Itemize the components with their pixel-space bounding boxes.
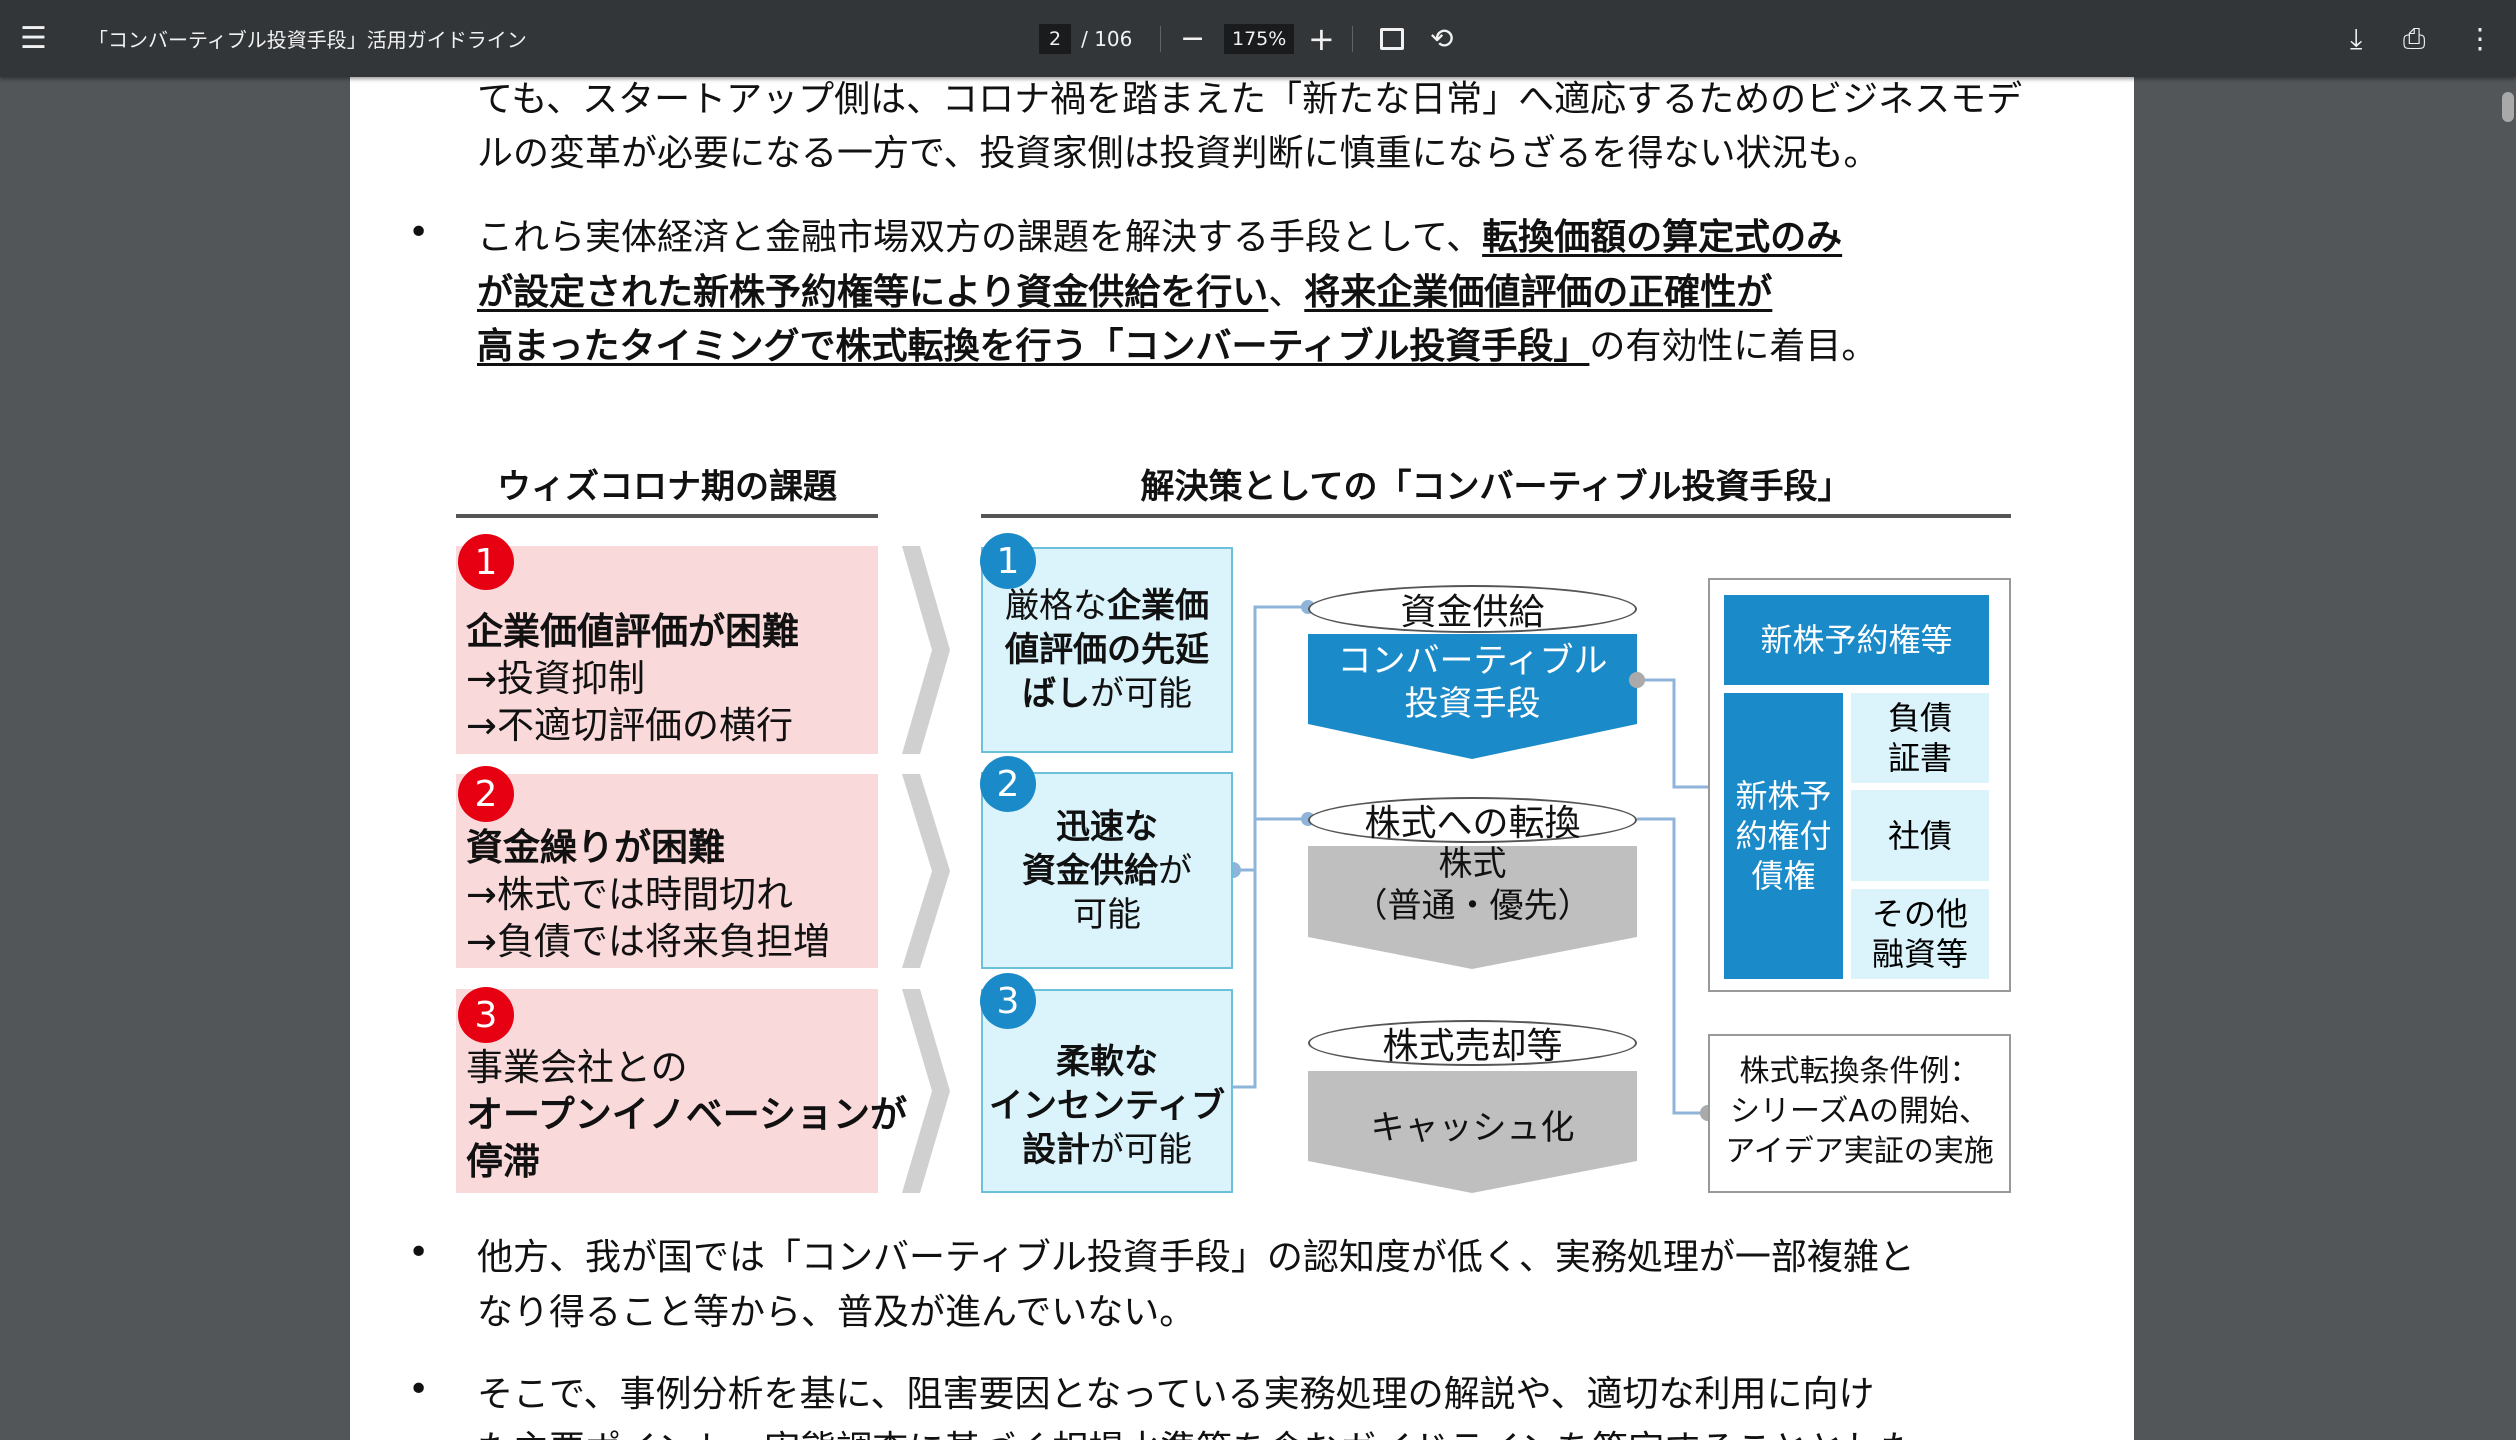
menu-icon[interactable]: ☰	[20, 21, 47, 56]
bullet4-line: そこで、事例分析を基に、阻害要因となっている実務処理の解説や、適切な利用に向け	[477, 1374, 1875, 1415]
flow-label-conversion: 株式への転換	[1308, 797, 1637, 844]
zoom-out-icon[interactable]: −	[1180, 21, 1206, 56]
issue-box-1: 1 企業価値評価が困難 →投資抑制 →不適切評価の横行	[456, 534, 878, 754]
instrument-warrants: 新株予約権等	[1724, 595, 1989, 685]
page-total: / 106	[1081, 26, 1133, 51]
intro-line: ルの変革が必要になる一方で、投資家側は投資判断に慎重にならざるを得ない状況も。	[477, 133, 1880, 174]
issue-number: 3	[458, 987, 514, 1043]
bullet-icon: •	[408, 212, 430, 253]
document-title: 「コンバーティブル投資手段」活用ガイドライン	[88, 28, 527, 52]
flow-label-funding: 資金供給	[1308, 585, 1637, 633]
solution-box-2: 迅速な資金供給が可能	[981, 772, 1233, 969]
zoom-level-input[interactable]: 175%	[1224, 23, 1295, 54]
page-number-input[interactable]: 2	[1039, 23, 1072, 54]
bullet-icon: •	[408, 1232, 430, 1273]
pdf-toolbar: ☰ 「コンバーティブル投資手段」活用ガイドライン 2 / 106 − 175% +…	[0, 0, 2516, 77]
instrument-cell: 社債	[1851, 790, 1989, 881]
download-icon[interactable]: ⤓	[2350, 21, 2363, 55]
diagram-graphics	[902, 546, 1716, 1193]
chevron-arrow	[902, 989, 950, 1193]
bullet2-line2: が設定された新株予約権等により資金供給を行い、将来企業価値評価の正確性が	[477, 272, 1773, 313]
intro-line: ても、スタートアップ側は、コロナ禍を踏まえた「新たな日常」へ適応するためのビジネ…	[477, 79, 2023, 120]
scrollbar-thumb[interactable]	[2502, 92, 2514, 122]
bullet3-line: 他方、我が国では「コンバーティブル投資手段」の認知度が低く、実務処理が一部複雑と	[477, 1237, 1915, 1278]
issue-number: 2	[458, 766, 514, 822]
gray-arrow-shape	[1308, 1071, 1637, 1193]
solution-number: 1	[980, 533, 1036, 589]
issue-box-2: 2 資金繰りが困難 →株式では時間切れ →負債では将来負担増	[456, 766, 878, 968]
chevron-arrow	[902, 774, 950, 968]
flow-label-sale: 株式売却等	[1308, 1020, 1637, 1067]
instrument-cell: 負債 証書	[1851, 693, 1989, 783]
bullet4-line: た主要ポイント、実態調査に基づく相場水準等を含むガイドラインを策定することとした…	[477, 1423, 1952, 1440]
issue-box-3: 3 事業会社との オープンイノベーションが 停滞	[456, 987, 907, 1193]
issue-number: 1	[458, 534, 514, 590]
print-icon[interactable]: ⎙	[2403, 21, 2426, 55]
chevron-arrow	[902, 546, 950, 754]
zoom-in-icon[interactable]: +	[1308, 19, 1335, 58]
instrument-cell: その他 融資等	[1851, 889, 1989, 979]
gray-arrow-shape	[1308, 846, 1637, 969]
more-icon[interactable]: ⋮	[2466, 22, 2494, 55]
right-heading: 解決策としての「コンバーティブル投資手段」	[1140, 467, 1852, 507]
bullet2-line1: これら実体経済と金融市場双方の課題を解決する手段として、転換価額の算定式のみ	[477, 217, 1843, 258]
solution-number: 2	[980, 756, 1036, 812]
bullet3-line: なり得ること等から、普及が進んでいない。	[477, 1292, 1196, 1333]
bullet2-line3: 高まったタイミングで株式転換を行う「コンバーティブル投資手段」の有効性に着目。	[477, 326, 1878, 367]
fit-page-icon[interactable]	[1380, 27, 1404, 50]
solution-number: 3	[980, 973, 1036, 1029]
pdf-page: ても、スタートアップ側は、コロナ禍を踏まえた「新たな日常」へ適応するためのビジネ…	[350, 77, 2134, 1440]
rotate-icon[interactable]: ⟲	[1430, 22, 1454, 55]
divider	[981, 514, 2011, 518]
blue-arrow-shape	[1308, 634, 1637, 759]
conversion-example-box: 株式転換条件例：シリーズAの開始、アイデア実証の実施	[1708, 1034, 2011, 1193]
instrument-convertible-bond: 新株予 約権付 債権	[1724, 693, 1843, 979]
divider	[456, 514, 878, 518]
left-heading: ウィズコロナ期の課題	[497, 467, 837, 507]
bullet-icon: •	[408, 1369, 430, 1410]
